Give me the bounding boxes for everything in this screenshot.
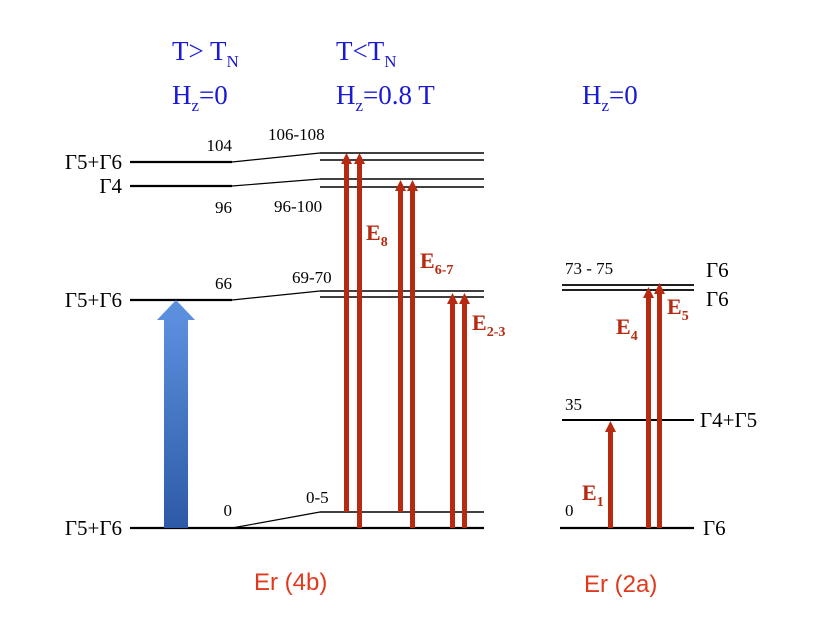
arrow-e5-head bbox=[654, 283, 665, 294]
transition-label-e23: E2-3 bbox=[472, 310, 505, 340]
header-col2-temperature: T<TN bbox=[336, 36, 397, 71]
energy-label-2a-0: 0 bbox=[565, 501, 574, 520]
arrow-e67-right-head bbox=[407, 180, 418, 191]
transition-label-e67: E6-7 bbox=[420, 248, 453, 278]
level-4b-66-connector bbox=[231, 290, 321, 301]
transition-label-e4: E4 bbox=[616, 314, 638, 344]
arrow-e5 bbox=[657, 292, 662, 528]
energy-label-2a-35: 35 bbox=[565, 395, 582, 414]
header-col3: Hz=0 bbox=[582, 80, 638, 115]
up-arrow-head-icon bbox=[157, 300, 195, 320]
arrow-e1 bbox=[608, 430, 613, 528]
site-2a-transition-labels: E4 E5 E1 bbox=[582, 294, 689, 510]
arrow-e1-head bbox=[605, 421, 616, 432]
gamma-label-4b-96: Γ4 bbox=[99, 174, 122, 198]
gamma-label-4b-104: Γ5+Γ6 bbox=[65, 150, 122, 174]
energy-label-4b-104: 104 bbox=[207, 136, 233, 155]
energy-label-4b-0-5: 0-5 bbox=[306, 488, 329, 507]
site-4b-name: Er (4b) bbox=[254, 569, 327, 596]
level-4b-0-connector bbox=[231, 511, 321, 529]
energy-label-2a-73-75: 73 - 75 bbox=[565, 259, 613, 278]
site-2a-levels bbox=[560, 284, 694, 530]
arrow-e8-right bbox=[357, 162, 362, 528]
site-4b-gamma-labels: Γ5+Γ6 Γ4 Γ5+Γ6 Γ5+Γ6 bbox=[65, 150, 123, 540]
energy-label-4b-69-70: 69-70 bbox=[292, 268, 332, 287]
arrow-e67-left bbox=[398, 189, 403, 512]
arrow-e23-left bbox=[450, 302, 455, 528]
energy-label-4b-66: 66 bbox=[215, 274, 232, 293]
transition-label-e5: E5 bbox=[667, 294, 689, 324]
blue-transition-arrow bbox=[157, 300, 195, 528]
header-col3-field: Hz=0 bbox=[582, 80, 638, 115]
site-4b-red-arrows bbox=[341, 153, 470, 528]
arrow-e23-right bbox=[462, 302, 467, 528]
arrow-e8-left bbox=[344, 162, 349, 512]
transition-label-e8: E8 bbox=[366, 220, 388, 250]
gamma-label-2a-0: Γ6 bbox=[703, 516, 726, 540]
energy-label-4b-96-100: 96-100 bbox=[274, 197, 322, 216]
gamma-label-4b-0: Γ5+Γ6 bbox=[65, 516, 122, 540]
site-2a-energy-labels: 73 - 75 35 0 bbox=[565, 259, 613, 520]
energy-label-4b-96: 96 bbox=[215, 198, 232, 217]
site-2a-gamma-labels: Γ6 Γ6 Γ4+Γ5 Γ6 bbox=[700, 258, 757, 540]
up-arrow-icon bbox=[164, 318, 188, 528]
header-col2-field: Hz=0.8 T bbox=[336, 80, 435, 115]
arrow-e67-left-head bbox=[395, 180, 406, 191]
site-2a-red-arrows bbox=[605, 283, 665, 528]
gamma-label-4b-66: Γ5+Γ6 bbox=[65, 288, 122, 312]
header-col1-field: Hz=0 bbox=[172, 80, 228, 115]
arrow-e67-right bbox=[410, 189, 415, 528]
site-4b-energy-labels: 104 96 66 0 106-108 96-100 69-70 0-5 bbox=[207, 125, 332, 520]
arrow-e4 bbox=[646, 296, 651, 528]
energy-label-4b-106-108: 106-108 bbox=[268, 125, 325, 144]
header-col2: T<TN Hz=0.8 T bbox=[336, 36, 435, 115]
header-col1-temperature: T> TN bbox=[172, 36, 239, 71]
site-4b-transition-labels: E8 E6-7 E2-3 bbox=[366, 220, 505, 340]
arrow-e23-left-head bbox=[447, 293, 458, 304]
gamma-label-2a-35: Γ4+Γ5 bbox=[700, 408, 757, 432]
arrow-e8-left-head bbox=[341, 153, 352, 164]
gamma-label-2a-73: Γ6 bbox=[706, 258, 729, 282]
arrow-e4-head bbox=[643, 287, 654, 298]
transition-label-e1: E1 bbox=[582, 480, 604, 510]
energy-label-4b-0: 0 bbox=[224, 501, 233, 520]
level-4b-104-connector bbox=[231, 152, 321, 163]
gamma-label-2a-75: Γ6 bbox=[706, 287, 729, 311]
site-2a-name: Er (2a) bbox=[584, 571, 657, 598]
level-4b-96-connector bbox=[231, 178, 321, 187]
arrow-e8-right-head bbox=[354, 153, 365, 164]
header-col1: T> TN Hz=0 bbox=[172, 36, 239, 115]
arrow-e23-right-head bbox=[459, 293, 470, 304]
